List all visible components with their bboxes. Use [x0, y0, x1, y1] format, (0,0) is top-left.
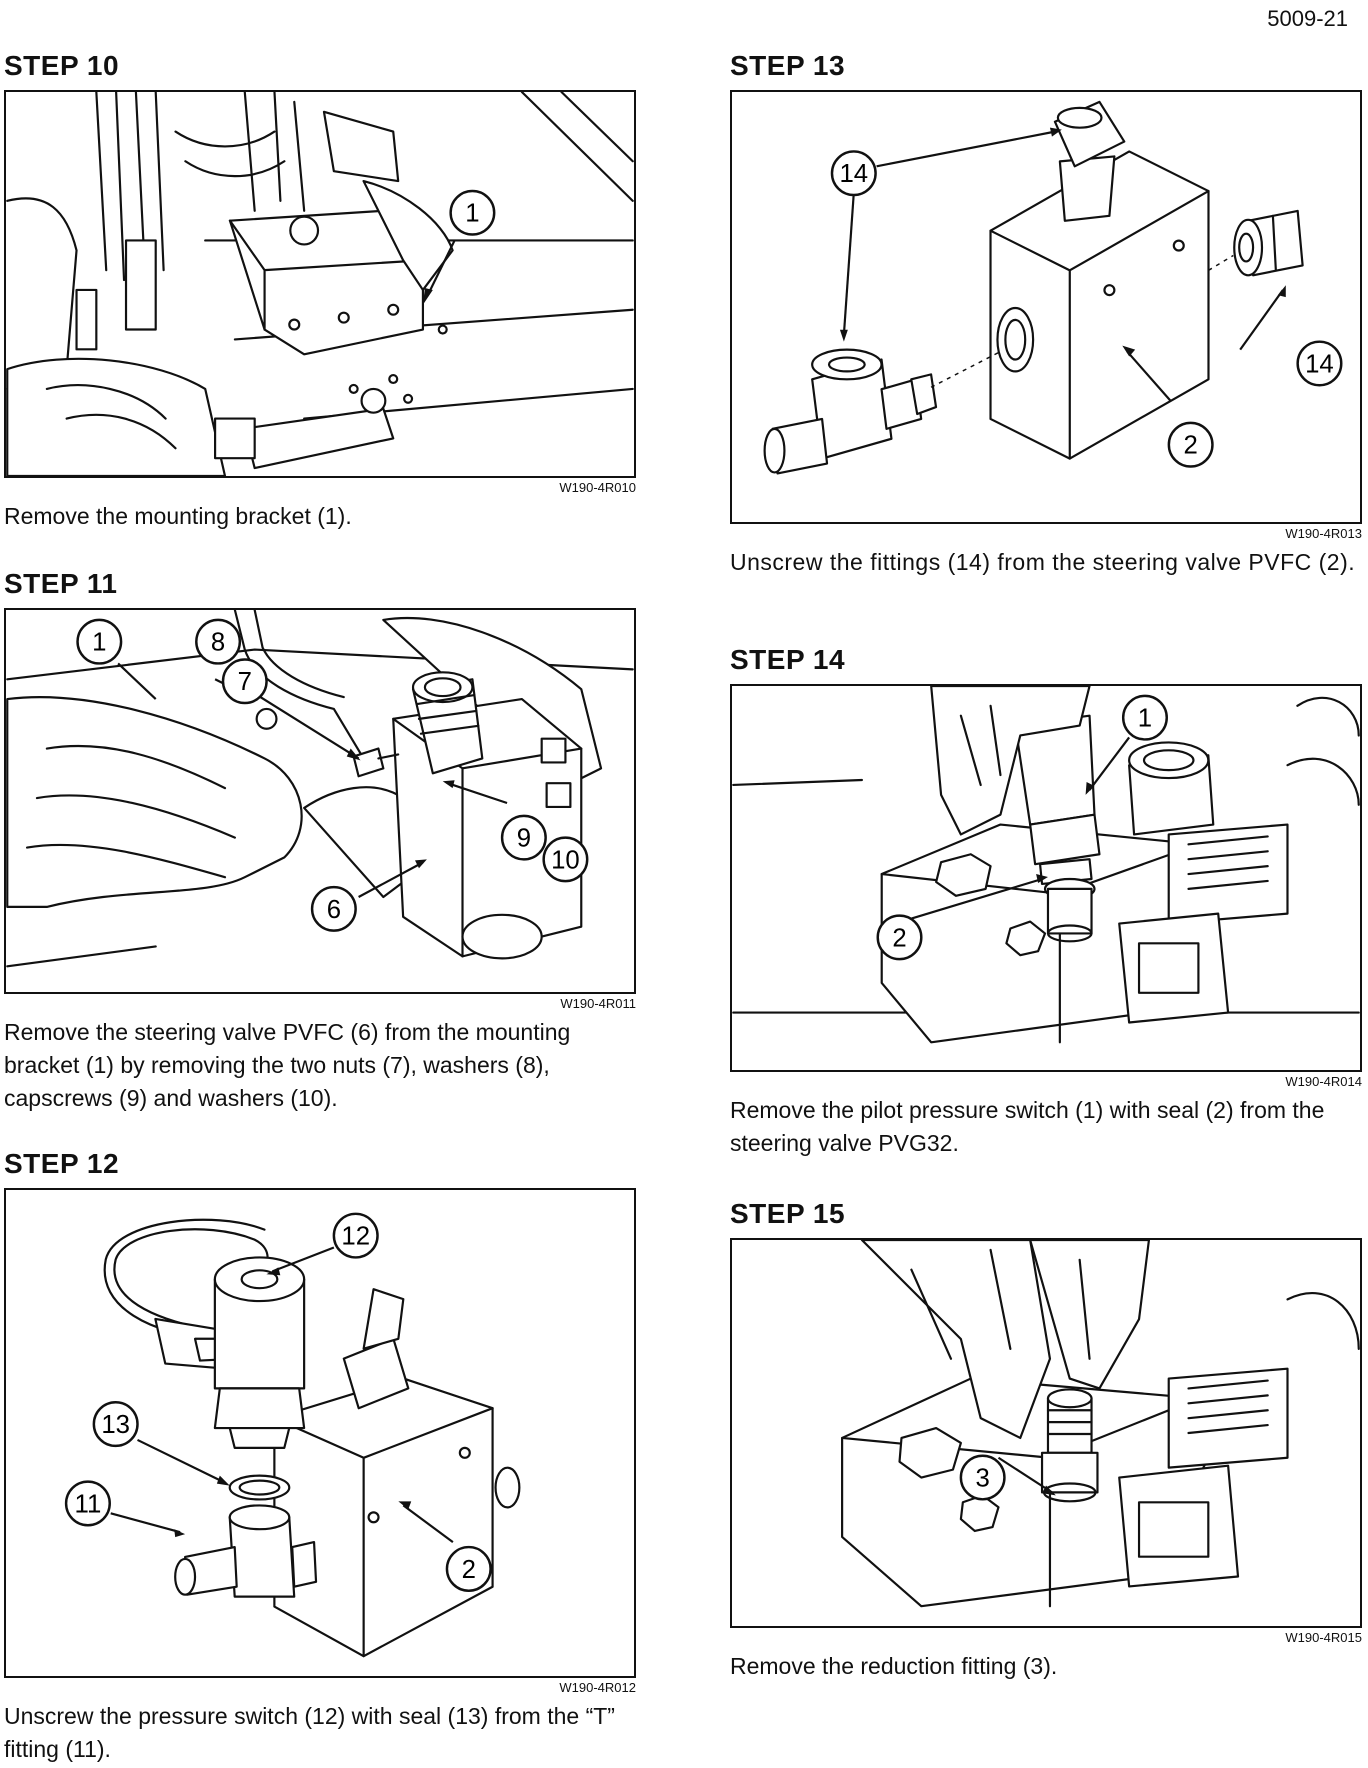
step-caption: Remove the reduction fitting (3).	[730, 1653, 1058, 1679]
callout-11: 11	[64, 1480, 111, 1527]
figure-code: W190-4R015	[1285, 1630, 1362, 1645]
step-heading: STEP 13	[730, 50, 846, 81]
step-caption: Unscrew the pressure switch (12) with se…	[4, 1703, 615, 1762]
step-caption: Remove the mounting bracket (1).	[4, 503, 352, 529]
svg-text:2: 2	[892, 924, 906, 952]
callout-9: 9	[500, 814, 547, 861]
figure-code: W190-4R014	[1285, 1074, 1362, 1089]
step-figure: 1 8 7 9 10 6	[4, 608, 636, 994]
step-heading: STEP 11	[4, 568, 118, 599]
figure-code: W190-4R012	[559, 1680, 636, 1695]
callout-1: 1	[76, 618, 123, 665]
figure-code: W190-4R010	[559, 480, 636, 495]
illustration-steering-valve-removal: 1 8 7 9 10 6	[6, 610, 634, 968]
step-heading: STEP 14	[730, 644, 846, 675]
callout-7: 7	[221, 658, 268, 705]
callout-1: 1	[449, 189, 496, 236]
step-10: STEP 10	[4, 46, 636, 533]
svg-text:6: 6	[327, 896, 341, 924]
figure-code: W190-4R011	[560, 996, 636, 1011]
illustration-fittings: 14 14 2	[763, 100, 1343, 475]
svg-text:3: 3	[976, 1464, 990, 1492]
step-figure: 12 13 11 2	[4, 1188, 636, 1678]
svg-text:2: 2	[462, 1556, 476, 1584]
svg-text:1: 1	[92, 629, 106, 657]
callout-13: 13	[92, 1401, 139, 1448]
svg-text:12: 12	[341, 1223, 370, 1251]
illustration-pressure-switch: 12 13 11 2	[64, 1212, 521, 1658]
callout-3: 3	[959, 1454, 1006, 1501]
svg-text:14: 14	[839, 160, 868, 188]
step-heading: STEP 12	[4, 1148, 120, 1179]
callout-8: 8	[195, 618, 242, 665]
step-caption: Unscrew the fittings (14) from the steer…	[730, 549, 1356, 575]
callout-6: 6	[310, 885, 357, 932]
svg-text:14: 14	[1305, 350, 1334, 378]
svg-text:9: 9	[517, 825, 531, 853]
callout-2: 2	[445, 1545, 492, 1592]
step-heading: STEP 15	[730, 1198, 846, 1229]
callout-14-top: 14	[830, 150, 877, 197]
callout-10: 10	[542, 836, 589, 883]
step-figure: 1	[4, 90, 636, 478]
step-caption: Remove the pilot pressure switch (1) wit…	[730, 1097, 1325, 1156]
step-12: STEP 12	[4, 1144, 636, 1766]
page-number: 5009-21	[1267, 6, 1348, 31]
figure-code: W190-4R013	[1285, 526, 1362, 541]
svg-text:11: 11	[75, 1490, 102, 1518]
illustration-reduction-fitting: 3	[841, 1240, 1360, 1608]
step-heading: STEP 10	[4, 50, 120, 81]
illustration-pilot-pressure-switch: 1 2	[732, 686, 1360, 1044]
svg-text:13: 13	[101, 1411, 130, 1439]
svg-text:2: 2	[1183, 432, 1197, 460]
step-figure: 3	[730, 1238, 1362, 1628]
step-11: STEP 11	[4, 564, 636, 1115]
svg-text:1: 1	[465, 200, 479, 228]
step-figure: 14 14 2	[730, 90, 1362, 524]
step-13: STEP 13	[730, 46, 1362, 579]
step-figure: 1 2	[730, 684, 1362, 1072]
step-caption: Remove the steering valve PVFC (6) from …	[4, 1019, 571, 1111]
svg-text:1: 1	[1138, 705, 1152, 733]
callout-14-right: 14	[1296, 340, 1343, 387]
callout-2: 2	[876, 914, 923, 961]
svg-text:7: 7	[238, 668, 252, 696]
svg-text:8: 8	[211, 629, 225, 657]
step-15: STEP 15	[730, 1194, 1362, 1683]
callout-12: 12	[332, 1212, 379, 1259]
callout-2: 2	[1167, 421, 1214, 468]
illustration-mounting-bracket: 1	[6, 92, 634, 476]
step-14: STEP 14	[730, 640, 1362, 1160]
callout-1: 1	[1121, 694, 1168, 741]
svg-text:10: 10	[551, 846, 580, 874]
